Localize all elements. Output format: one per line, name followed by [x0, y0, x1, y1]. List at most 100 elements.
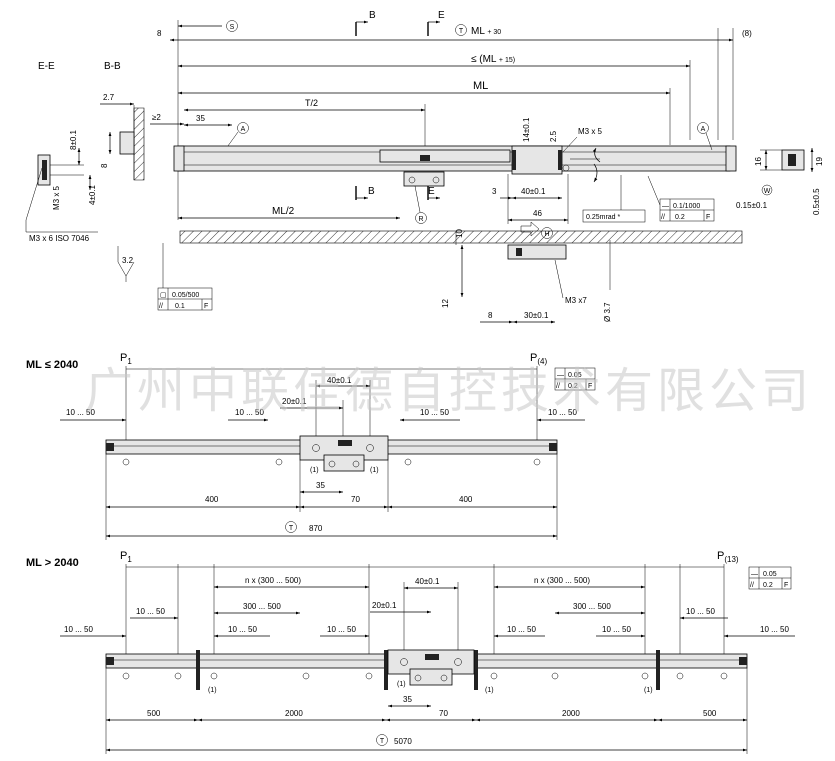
- bot-mount-9: [676, 672, 684, 680]
- dim-16-label: 16: [754, 157, 763, 166]
- bot-mount-5: [365, 672, 373, 680]
- mid-mount-p1: [122, 458, 130, 466]
- dim-ml30-label: ML + 30: [471, 26, 501, 37]
- mid-dim-70: 70: [351, 495, 360, 504]
- bot-dim-2000a: 2000: [285, 709, 303, 718]
- symbol-w: W: [764, 188, 771, 195]
- tol-f-label: F: [706, 214, 710, 221]
- leader-m3x7: [554, 259, 564, 299]
- dim-paren8-label: (8): [742, 29, 752, 38]
- mid-bracket: [403, 171, 445, 187]
- mid-dim-400a: 400: [205, 495, 219, 504]
- bot-mount-7: [551, 672, 559, 680]
- mid-r1050-b: 10 ... 50: [235, 408, 264, 417]
- bot-one-a: (1): [208, 687, 217, 694]
- mid-mount-p4: [533, 458, 541, 466]
- bot-dim-500b: 500: [703, 709, 717, 718]
- bot-head-bracket: [409, 668, 453, 686]
- symbol-a-left: A: [241, 126, 246, 133]
- mid-tol-parallel: //: [556, 383, 560, 390]
- leader-tol: [647, 175, 661, 206]
- bot-r1050-d: 10 ... 50: [228, 625, 257, 634]
- dim-25-label: 2.5: [549, 130, 558, 142]
- end-bracket-left: [173, 145, 185, 172]
- bot-mount-4: [302, 672, 310, 680]
- bot-tol-f: F: [784, 582, 788, 589]
- mid-r1050-c: 10 ... 50: [420, 408, 449, 417]
- bot-joint-mid-right: [474, 650, 478, 690]
- top-section: E-E B-B S B E T ML + 30 8 (8) ≤ (ML + 15…: [25, 10, 824, 324]
- bot-dim-70: 70: [439, 709, 448, 718]
- symbol-t-circle: [455, 24, 467, 36]
- mid-tol-flat: —: [557, 372, 564, 379]
- dim-t-half-label: T/2: [305, 98, 318, 108]
- end-bracket-right: [725, 145, 737, 172]
- dim-27-label: 2.7: [103, 93, 115, 102]
- tol-01-label: 0.1: [175, 303, 185, 310]
- bot-tol-flat: —: [751, 571, 758, 578]
- m3x7-label: M3 x7: [565, 296, 587, 305]
- bot-p13: P(13): [717, 550, 739, 564]
- mid-one-b: (1): [370, 467, 379, 474]
- bot-r1050-e: 10 ... 50: [327, 625, 356, 634]
- bot-joint-mid-left: [384, 650, 388, 690]
- mid-symbol-t: T: [289, 525, 294, 532]
- bot-bracket-hole-1: [414, 674, 422, 682]
- symbol-a-right-circle: [697, 122, 709, 134]
- mid-dim-20: 20±0.1: [282, 397, 307, 406]
- dim-8c-label: 8: [488, 311, 493, 320]
- bot-r1050-b: 10 ... 50: [686, 607, 715, 616]
- dim-015-label: 0.15±0.1: [736, 201, 768, 210]
- mounting-surface: [179, 230, 743, 244]
- tol-parallel-symbol: //: [661, 214, 665, 221]
- watermark-text: 广州中联佳德自控技术有限公司: [85, 363, 813, 419]
- symbol-w-circle: [761, 184, 773, 196]
- symbol-r: R: [418, 216, 423, 223]
- roughness-32-label: 3.2: [122, 256, 134, 265]
- tol-0500-label: 0.05/500: [172, 292, 199, 299]
- mid-r1050-a: 10 ... 50: [66, 408, 95, 417]
- section-b-top-letter: B: [369, 10, 376, 21]
- symbol-r-circle: [415, 212, 427, 224]
- dim-37-label: Ø 3.7: [603, 302, 612, 322]
- ee-profile-core: [42, 160, 47, 180]
- tol-flat-symbol: —: [662, 203, 669, 210]
- mid-p4: P(4): [530, 352, 547, 366]
- mid-head-hole-1: [312, 444, 320, 452]
- mid-head-bracket: [323, 454, 365, 472]
- head-edge-right: [558, 150, 562, 170]
- mid-mount-2: [275, 458, 283, 466]
- bot-bracket-hole-2: [440, 674, 448, 682]
- bot-symbol-t: T: [380, 738, 385, 745]
- leader-a-right: [705, 132, 713, 151]
- dim-30-label: 30±0.1: [524, 311, 549, 320]
- mid-dim-400b: 400: [459, 495, 473, 504]
- bot-dim-35: 35: [403, 695, 412, 704]
- bb-wall-hatch: [133, 107, 145, 181]
- bot-r1050-h: 10 ... 50: [760, 625, 789, 634]
- mid-dim-870: 870: [309, 524, 323, 533]
- mid-tol-005: 0.05: [568, 372, 582, 379]
- m3x6-label: M3 x 6 ISO 7046: [29, 234, 90, 243]
- rotation-arrow-1: [593, 163, 598, 183]
- bot-mount-8: [641, 672, 649, 680]
- mount-head-block: [516, 248, 522, 256]
- dim-8pm-label: 8±0.1: [69, 129, 78, 150]
- mid-one-a: (1): [310, 467, 319, 474]
- mid-symbol-t-circle: [285, 521, 297, 533]
- dim-ml15-label: ≤ (ML + 15): [471, 54, 515, 65]
- bot-one-d: (1): [644, 687, 653, 694]
- mid-r1050-d: 10 ... 50: [548, 408, 577, 417]
- bot-dim-40: 40±0.1: [415, 577, 440, 586]
- bot-head-hole-1: [400, 658, 408, 666]
- rotation-arrow-2: [592, 147, 601, 163]
- mid-bracket-hole-1: [328, 460, 336, 468]
- dim-ml-half-label: ML/2: [272, 206, 295, 217]
- m3x5-top-label: M3 x 5: [578, 127, 603, 136]
- profile-right-core: [788, 154, 796, 166]
- bb-profile: [119, 131, 135, 155]
- bottom-section: ML > 2040 P1 P(13) — 0.05 // 0.2 F n x (…: [26, 550, 795, 754]
- symbol-s: S: [230, 24, 235, 31]
- head-edge-left: [512, 150, 516, 170]
- bot-nx-b: n x (300 ... 500): [534, 576, 590, 585]
